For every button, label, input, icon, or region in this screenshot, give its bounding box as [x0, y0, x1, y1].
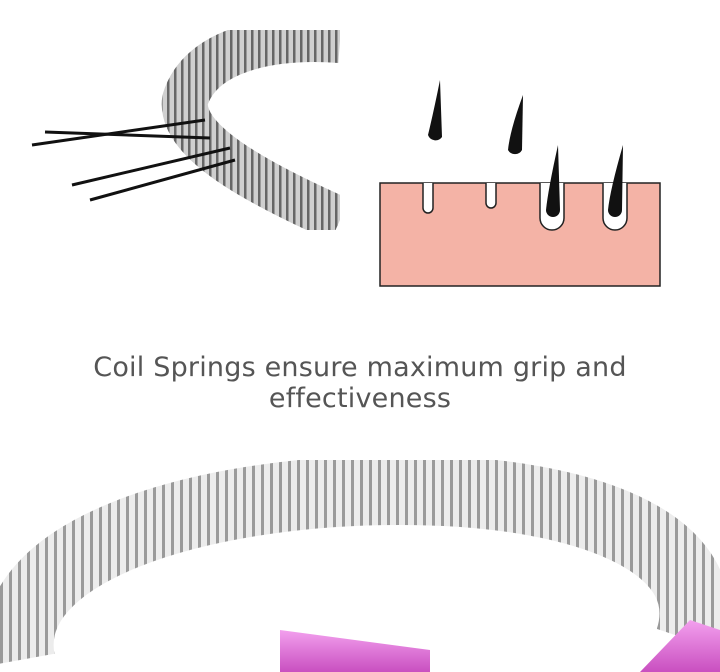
- hairs: [428, 80, 623, 217]
- pink-handle-right: [640, 620, 720, 672]
- coil-spring-closeup-illustration: [31, 30, 340, 230]
- pink-handle-left: [280, 630, 430, 672]
- caption-text: Coil Springs ensure maximum grip and eff…: [93, 352, 627, 414]
- hair-strands: [31, 118, 236, 202]
- hair-grip-diagram: document.currentScript.insertAdjacentHTM…: [379, 80, 661, 287]
- facial-hair-remover-spring-product: [0, 460, 720, 672]
